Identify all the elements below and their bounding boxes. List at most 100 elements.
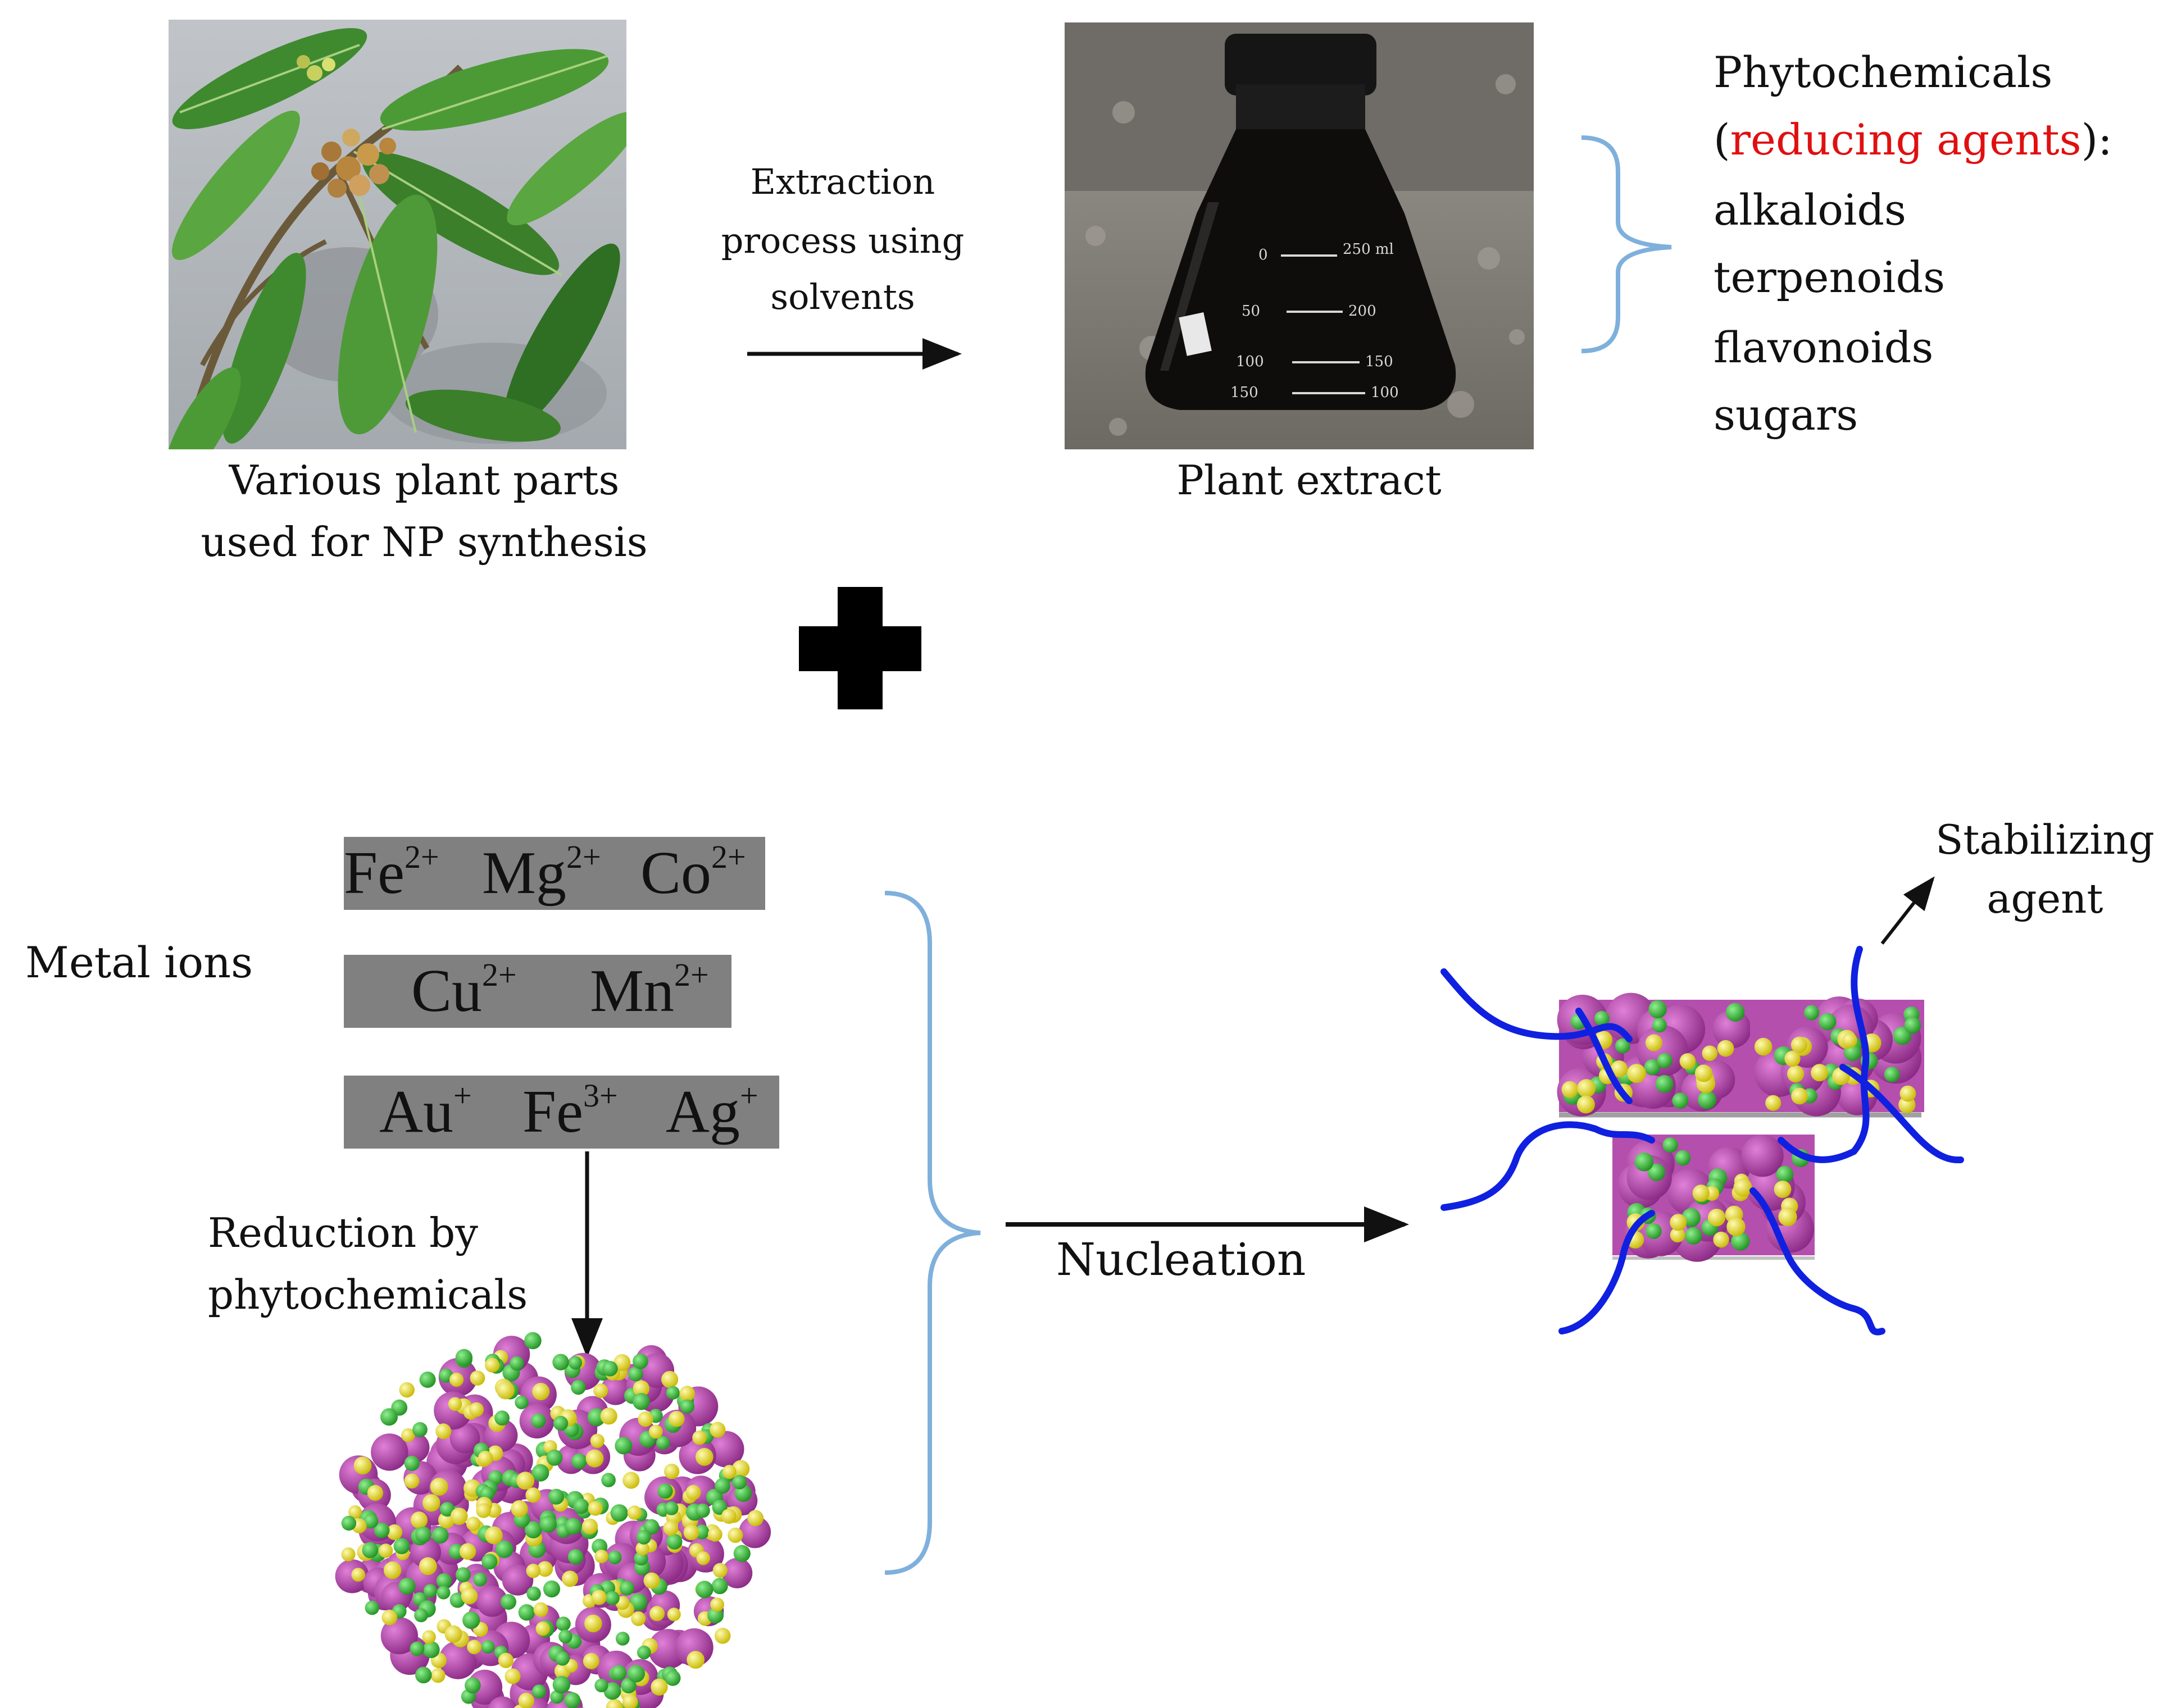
yellow-atom <box>591 1589 607 1605</box>
stabilizing-line1: Stabilizing <box>1935 816 2155 863</box>
green-atom <box>465 1677 481 1693</box>
yellow-atom <box>1726 1217 1746 1236</box>
yellow-atom <box>1791 1087 1808 1105</box>
green-atom <box>1652 1018 1667 1033</box>
yellow-atom <box>692 1430 707 1445</box>
metal-atom <box>380 1617 419 1655</box>
green-atom <box>362 1542 379 1559</box>
yellow-atom <box>594 1550 608 1564</box>
green-atom <box>440 1502 455 1517</box>
yellow-atom <box>1787 1065 1805 1083</box>
yellow-atom <box>648 1424 663 1439</box>
stabilizer-chains <box>1440 946 1964 1336</box>
plant-caption-line1: Various plant parts <box>229 457 620 504</box>
yellow-atom <box>663 1520 679 1536</box>
stabilized-nanoparticles <box>1440 946 1964 1336</box>
extract-caption: Plant extract <box>1176 457 1441 504</box>
green-atom <box>569 1356 583 1370</box>
yellow-atom <box>485 1526 503 1545</box>
yellow-atom <box>485 1358 500 1373</box>
yellow-atom <box>353 1456 372 1475</box>
green-atom <box>1698 1090 1716 1109</box>
phyto-title: Phytochemicals <box>1714 47 2052 97</box>
yellow-atom <box>535 1622 550 1636</box>
yellow-atom <box>533 1602 548 1617</box>
yellow-atom <box>404 1473 420 1489</box>
yellow-atom <box>1774 1181 1792 1198</box>
flask-mark-150-left: 150 <box>1230 384 1258 401</box>
green-atom <box>615 1437 633 1455</box>
yellow-atom <box>516 1472 535 1490</box>
green-atom <box>732 1475 747 1490</box>
green-atom <box>621 1678 637 1693</box>
yellow-atom <box>633 1380 650 1397</box>
green-atom <box>1646 1223 1662 1240</box>
ion-box-row1 <box>344 837 765 910</box>
ion: Fe3+ <box>522 1077 618 1145</box>
green-atom <box>715 1478 730 1494</box>
green-atom <box>341 1515 357 1531</box>
green-atom <box>627 1665 645 1683</box>
yellow-atom <box>430 1668 446 1683</box>
flask-mark-0: 0 <box>1258 247 1268 263</box>
yellow-atom <box>401 1428 415 1442</box>
flower-cluster <box>297 55 396 198</box>
green-atom <box>680 1399 694 1414</box>
metal-atom <box>1712 1010 1752 1049</box>
yellow-atom <box>1670 1214 1687 1231</box>
green-atom <box>594 1678 608 1692</box>
green-atom <box>567 1549 584 1565</box>
yellow-atom <box>1811 1064 1829 1082</box>
yellow-atom <box>498 1652 514 1668</box>
reduction-line2: phytochemicals <box>208 1271 528 1318</box>
metal-atom <box>739 1516 771 1548</box>
green-atom <box>1644 1059 1661 1076</box>
yellow-atom <box>1842 1032 1857 1048</box>
metal-atom <box>722 1557 753 1588</box>
metal-atom <box>502 1564 534 1596</box>
stabilizing-line2: agent <box>1987 875 2103 922</box>
yellow-atom <box>661 1370 679 1388</box>
yellow-atom <box>525 1487 541 1503</box>
green-atom <box>643 1519 660 1535</box>
extraction-line3: solvents <box>770 276 915 317</box>
yellow-atom <box>635 1541 649 1556</box>
yellow-atom <box>467 1639 481 1655</box>
yellow-atom <box>588 1501 603 1516</box>
phyto-bracket <box>1581 135 1672 353</box>
yellow-atom <box>1765 1095 1781 1111</box>
yellow-atom <box>1733 1178 1752 1197</box>
phytochemicals-list: Phytochemicals (reducing agents): alkalo… <box>1714 47 2112 440</box>
green-atom <box>494 1410 510 1426</box>
green-atom <box>666 1533 683 1550</box>
yellow-atom <box>383 1561 402 1579</box>
green-atom <box>1884 1067 1900 1082</box>
yellow-atom <box>710 1597 724 1612</box>
green-atom <box>1819 1013 1837 1031</box>
ion: Cu2+ <box>411 957 517 1024</box>
green-atom <box>1662 1137 1678 1153</box>
green-atom <box>462 1611 480 1629</box>
green-atom <box>1776 1165 1794 1183</box>
metal-atom <box>601 1375 631 1405</box>
green-atom <box>1672 1092 1689 1109</box>
yellow-atom <box>667 1607 681 1622</box>
phyto-subtitle: (reducing agents): <box>1714 115 2112 165</box>
green-atom <box>518 1604 535 1621</box>
metal-atom <box>707 1431 744 1468</box>
yellow-atom <box>1692 1185 1710 1202</box>
yellow-atom <box>613 1354 631 1372</box>
yellow-atom <box>747 1510 764 1527</box>
green-atom <box>558 1629 572 1643</box>
nucleation-label: Nucleation <box>1056 1233 1306 1286</box>
green-atom <box>481 1640 495 1654</box>
green-atom <box>733 1545 751 1562</box>
yellow-atom <box>1670 1227 1685 1243</box>
yellow-atom <box>685 1484 701 1500</box>
ion: Mn2+ <box>590 957 709 1024</box>
yellow-atom <box>651 1678 668 1696</box>
green-atom <box>410 1641 425 1656</box>
yellow-atom <box>731 1460 750 1478</box>
green-atom <box>412 1422 428 1437</box>
green-atom <box>629 1593 647 1611</box>
